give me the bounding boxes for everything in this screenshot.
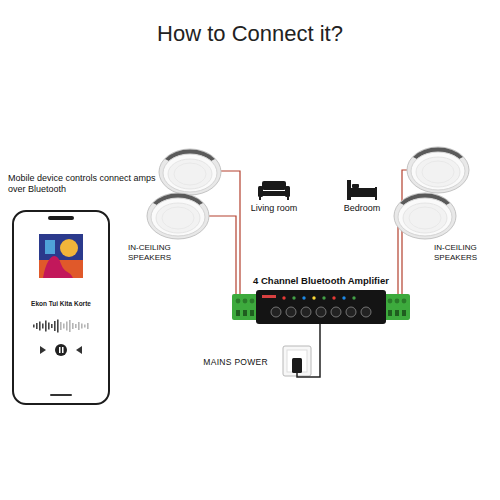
power-cable (312, 324, 320, 377)
room-label-wrap: Bedroom (322, 203, 402, 214)
bed-icon (347, 180, 377, 200)
waveform (33, 320, 89, 333)
room-label-wrap: Living room (234, 203, 314, 214)
phone-screen: Ekon Tui Kita Korte (12, 210, 110, 405)
speaker-label: IN-CEILING SPEAKERS (434, 243, 496, 263)
ceiling-speaker (159, 149, 221, 195)
speaker-label: IN-CEILING SPEAKERS (128, 243, 192, 263)
sofa-icon (258, 181, 290, 200)
amplifier-box: 4 Channel Bluetooth Amplifier (232, 275, 410, 324)
note-text-wrap: Mobile device controls connect amps over… (8, 173, 158, 196)
node-text: 4 Channel Bluetooth Amplifier (232, 275, 410, 287)
diagram-title: How to Connect it? (0, 20, 500, 48)
amplifier-body (232, 290, 410, 324)
diagram-title-wrap: How to Connect it? (0, 20, 500, 48)
player-controls (40, 344, 82, 356)
room-label: Living room (234, 203, 314, 214)
node-text: Ekon Tui Kita Korte (12, 300, 110, 307)
ceiling-speaker (147, 193, 209, 239)
power-socket: MAINS POWER (203, 345, 312, 379)
note-text: Mobile device controls connect amps over… (8, 173, 158, 196)
room-label: Bedroom (322, 203, 402, 214)
speaker-label-wrap: IN-CEILING SPEAKERS (128, 243, 192, 263)
ceiling-speaker (394, 193, 456, 239)
node-text: MAINS POWER (203, 357, 268, 367)
wall-socket (282, 345, 312, 379)
speaker-label-wrap: IN-CEILING SPEAKERS (434, 243, 496, 263)
album-art (39, 234, 83, 278)
phone-outline (12, 210, 110, 405)
ceiling-speaker (407, 147, 469, 193)
